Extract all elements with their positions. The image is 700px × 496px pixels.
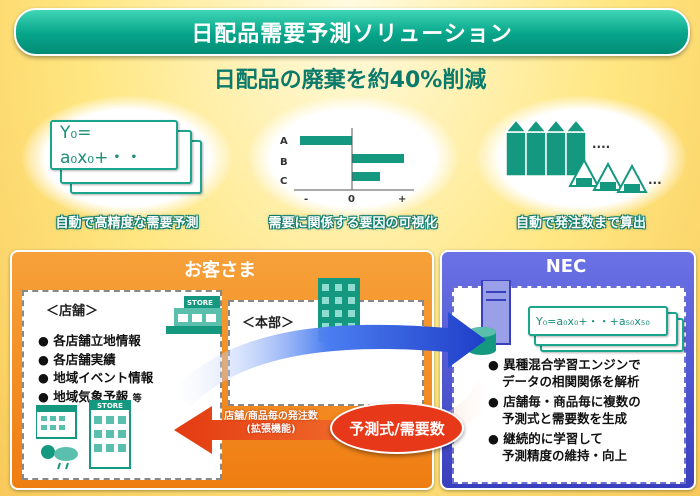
sun-icon	[41, 445, 55, 459]
nec-point-line: 継続的に学習して	[503, 431, 603, 446]
customer-title: お客さま	[184, 260, 256, 281]
list-item: ● 店舗毎・商品毎に複数の	[488, 394, 641, 409]
axis-label-minus: -	[304, 194, 308, 204]
list-item: ● 異種混合学習エンジンで	[488, 357, 641, 372]
factor-chart: A B C - 0 +	[270, 104, 430, 205]
list-item-suffix: 等	[132, 393, 142, 404]
list-item: ● 各店舗実績	[38, 351, 116, 367]
store-illustrations: STORE	[35, 399, 166, 472]
products-illustration: .... ...	[498, 108, 668, 204]
nori-icon	[600, 182, 616, 190]
factor-bar-c	[352, 172, 380, 181]
nec-point-line: 予測式と需要数を生成	[502, 411, 628, 426]
milk-carton-top-icon	[524, 118, 548, 133]
list-item-text: 地域イベント情報	[53, 370, 154, 385]
list-item-text: 各店舗実績	[53, 351, 116, 367]
store-sign-2: STORE	[97, 402, 123, 410]
order-arrow-line2: (拡張機能)	[246, 424, 296, 435]
page-title: 日配品需要予測ソリューション	[191, 22, 513, 47]
store-info-list: ● 各店舗立地情報 ● 各店舗実績 ● 地域イベント情報 ● 地域気象予報 等	[38, 332, 153, 408]
list-item: ● 継続的に学習して	[488, 431, 603, 446]
ellipsis-icon: ....	[592, 137, 610, 151]
ellipsis-icon: ...	[648, 173, 662, 187]
nec-formula-text: Y₀=a₀x₀+・・+a₅₀x₅₀	[536, 315, 650, 328]
milk-carton-top-icon	[544, 118, 568, 133]
order-arrow-label: 店舗/商品毎の発注数 (拡張機能)	[196, 410, 346, 436]
cloud-icon	[54, 447, 78, 461]
title-banner: 日配品需要予測ソリューション	[14, 8, 690, 56]
axis-label-plus: +	[398, 194, 406, 204]
nec-formula-card: Y₀=a₀x₀+・・+a₅₀x₅₀	[528, 306, 668, 336]
forecast-badge: 予測式/需要数	[330, 402, 464, 454]
rain-icon	[57, 462, 61, 470]
data-flow-arrow	[170, 312, 486, 406]
milk-carton-top-icon	[504, 118, 528, 133]
store-illustrations-svg: STORE	[35, 399, 131, 470]
hq-label: ＜本部＞	[242, 316, 295, 331]
nori-icon	[576, 178, 592, 186]
nec-title: NEC	[545, 256, 587, 277]
list-item: ● 各店舗立地情報	[38, 333, 141, 348]
nec-point-line: 店舗毎・商品毎に複数の	[503, 394, 641, 409]
feature-caption-2: 需要に関係する要因の可視化	[268, 216, 438, 231]
nec-point-line: 予測精度の維持・向上	[502, 448, 628, 463]
factor-label-c: C	[280, 176, 287, 187]
store-label: ＜店舗＞	[46, 304, 99, 319]
store-building-svg: STORE	[166, 296, 222, 334]
order-arrow-line1: 店舗/商品毎の発注数	[224, 411, 318, 422]
store-sign: STORE	[187, 299, 213, 307]
products-svg: .... ...	[504, 118, 662, 193]
store-building-icon: STORE	[166, 296, 222, 336]
subtitle: 日配品の廃棄を約40%削減	[213, 68, 487, 93]
formula-card: Y₀= a₀x₀+・・	[50, 120, 178, 170]
list-item-text: 各店舗立地情報	[53, 333, 141, 348]
nec-points: ● 異種混合学習エンジンで データの相関関係を解析 ● 店舗毎・商品毎に複数の …	[488, 356, 684, 464]
factor-label-b: B	[280, 157, 288, 168]
feature-caption-1: 自動で高精度な需要予測	[55, 216, 199, 231]
nori-icon	[624, 184, 640, 192]
forecast-label: 予測式/需要数	[349, 419, 445, 438]
factor-label-a: A	[280, 136, 288, 147]
axis-label-zero: 0	[348, 194, 355, 204]
milk-carton-top-icon	[564, 118, 588, 133]
formula-text: Y₀= a₀x₀+・・	[60, 122, 143, 168]
feature-caption-3: 自動で発注数まで算出	[515, 216, 646, 231]
list-item: ● 地域イベント情報	[38, 370, 154, 385]
nec-point-line: データの相関関係を解析	[502, 374, 640, 389]
factor-chart-svg: A B C - 0 +	[280, 128, 414, 205]
factor-bar-a	[300, 136, 352, 145]
factor-bar-b	[352, 154, 404, 163]
nec-point-line: 異種混合学習エンジンで	[503, 357, 641, 372]
